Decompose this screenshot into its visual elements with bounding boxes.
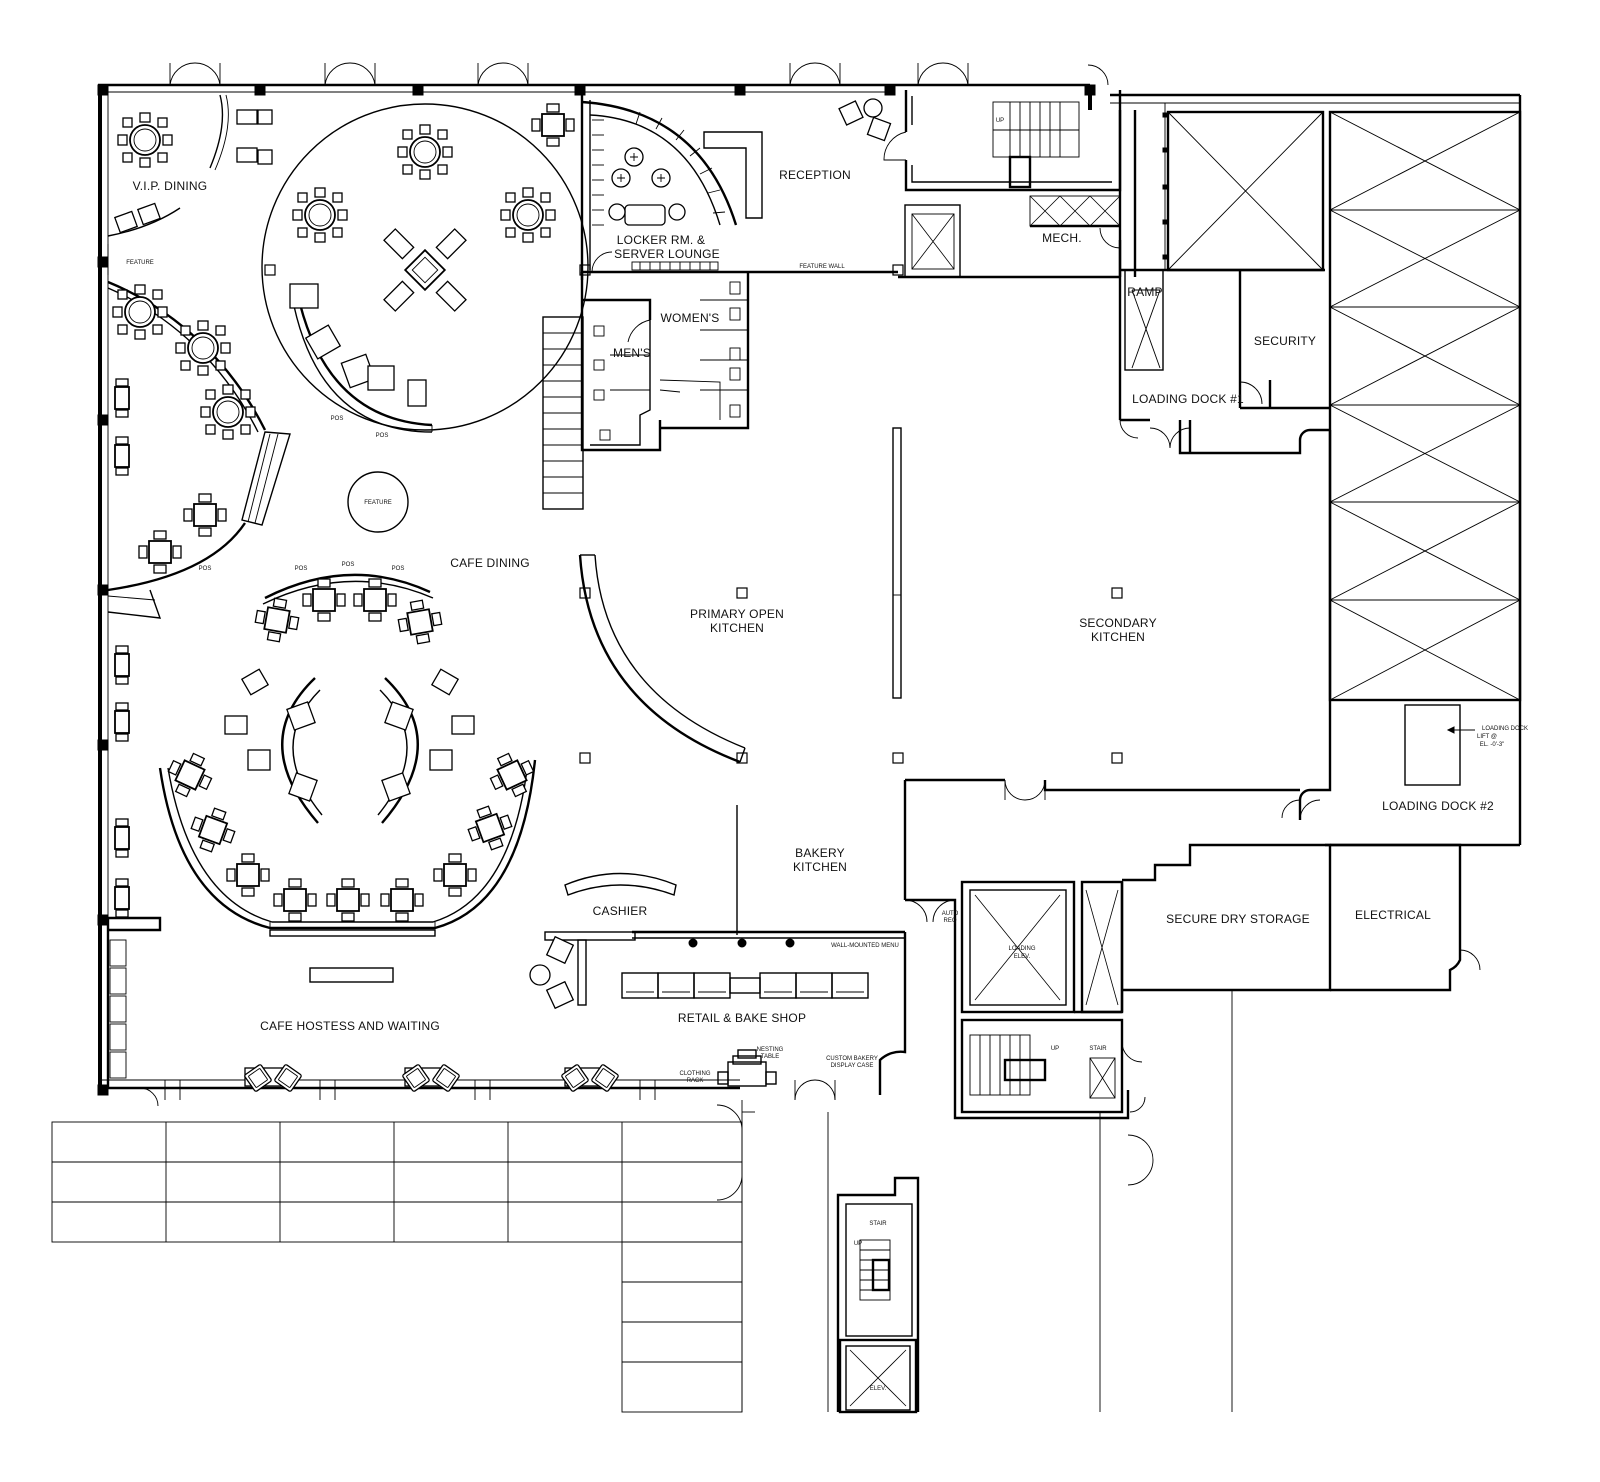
label-dock-lift-3: EL. -0'-3" <box>1480 742 1505 748</box>
label-womens: WOMEN'S <box>660 311 719 325</box>
label-retail-bake-shop: RETAIL & BAKE SHOP <box>678 1011 806 1025</box>
perimeter-columns <box>97 84 1123 1096</box>
label-primary-kitchen-2: KITCHEN <box>710 621 764 635</box>
label-mech: MECH. <box>1042 231 1082 245</box>
svg-text:UP: UP <box>996 118 1004 124</box>
label-security: SECURITY <box>1254 334 1316 348</box>
label-south-stair: STAIR <box>869 1221 887 1227</box>
label-cashier: CASHIER <box>593 904 648 918</box>
label-secondary-kitchen-1: SECONDARY <box>1079 616 1157 630</box>
label-pos: POS <box>199 566 212 572</box>
loading-dock-2: LOADING DOCK LIFT @ EL. -0'-3" LOADING D… <box>1299 704 1528 821</box>
label-pos-3: POS <box>376 433 389 439</box>
misc-doors <box>1119 419 1301 1113</box>
loading-dock-1: RAMP SECURITY LOADING DOCK #1 <box>1118 103 1330 453</box>
label-bakery-case-2: DISPLAY CASE <box>831 1063 874 1069</box>
west-stair <box>542 316 584 510</box>
label-secure-dry-storage: SECURE DRY STORAGE <box>1166 912 1310 926</box>
label-feature-wall: FEATURE WALL <box>799 264 845 270</box>
label-cafe-hostess: CAFE HOSTESS AND WAITING <box>260 1019 440 1033</box>
service-rooms: SECURE DRY STORAGE ELECTRICAL <box>1122 843 1481 992</box>
label-loading-dock-2: LOADING DOCK #2 <box>1382 799 1494 813</box>
exterior-paving <box>51 990 1233 1413</box>
label-stair: STAIR <box>1089 1046 1107 1052</box>
label-server-lounge: SERVER LOUNGE <box>614 247 720 261</box>
cafe-hostess: CAFE HOSTESS AND WAITING <box>106 916 440 1088</box>
label-bakery-case-1: CUSTOM BAKERY <box>826 1056 878 1062</box>
north-entry-doors <box>169 62 1109 86</box>
label-feature-2: FEATURE <box>364 500 392 506</box>
label-bakery-kitchen-1: BAKERY <box>795 846 845 860</box>
label-electrical: ELECTRICAL <box>1355 908 1431 922</box>
label-cafe-dining: CAFE DINING <box>450 556 530 570</box>
label-nesting-table-2: TABLE <box>761 1054 780 1060</box>
locker-room: LOCKER RM. & SERVER LOUNGE <box>580 93 748 280</box>
feature-table-cross <box>383 228 467 312</box>
label-bakery-kitchen-2: KITCHEN <box>793 860 847 874</box>
retail-bake-shop: RETAIL & BAKE SHOP NESTING TABLE CLOTHIN… <box>621 932 907 1095</box>
label-pos-5: POS <box>342 562 355 568</box>
label-nesting-table-1: NESTING <box>757 1047 784 1053</box>
south-storefront <box>139 1079 836 1107</box>
label-auto-req-1: AUTO <box>942 911 959 917</box>
primary-kitchen: PRIMARY OPEN KITCHEN <box>578 427 902 764</box>
south-lounge-seating <box>243 1063 620 1093</box>
label-stair-up: UP <box>1051 1046 1059 1052</box>
label-clothing-rack-1: CLOTHING <box>679 1071 710 1077</box>
label-loading-dock-1: LOADING DOCK #1 <box>1132 392 1244 406</box>
label-pos-4: POS <box>295 566 308 572</box>
label-vip-dining: V.I.P. DINING <box>133 179 208 193</box>
label-mens: MEN'S <box>613 346 651 360</box>
loading-bays <box>1166 110 1522 702</box>
label-loading-elev-2: ELEV. <box>1014 954 1031 960</box>
west-round-dining: POS <box>107 280 291 619</box>
label-primary-kitchen-1: PRIMARY OPEN <box>690 607 784 621</box>
label-wall-menu: WALL-MOUNTED MENU <box>831 943 899 949</box>
cashier: CASHIER <box>529 872 677 1010</box>
label-dock-lift-1: LOADING DOCK <box>1482 726 1528 732</box>
cafe-dining: CAFE DINING POS POS POS <box>114 556 541 930</box>
label-dock-lift-2: LIFT @ <box>1477 734 1497 740</box>
label-south-elev: ELEV. <box>870 1386 887 1392</box>
restrooms: WOMEN'S MEN'S <box>580 272 750 452</box>
reception: RECEPTION FEATURE WALL <box>703 131 898 274</box>
label-pos-6: POS <box>392 566 405 572</box>
label-pos-2: POS <box>331 416 344 422</box>
northeast-core: UP MECH. <box>883 90 1122 279</box>
label-south-stair-up: UP <box>854 1241 862 1247</box>
label-loading-elev-1: LOADING <box>1008 946 1035 952</box>
central-core: AUTO REQ LOADING ELEV. UP STAIR <box>904 880 1154 1412</box>
label-auto-req-2: REQ <box>943 918 956 924</box>
vip-dining: V.I.P. DINING FEATURE <box>107 94 273 275</box>
label-ramp: RAMP <box>1127 285 1162 299</box>
south-stair-elev: STAIR UP ELEV. <box>836 1176 920 1414</box>
bakery-kitchen: BAKERY KITCHEN WALL-MOUNTED MENU <box>632 805 905 949</box>
label-feature: FEATURE <box>126 260 154 266</box>
label-clothing-rack-2: RACK <box>687 1078 704 1084</box>
label-reception: RECEPTION <box>779 168 851 182</box>
label-locker-room: LOCKER RM. & <box>617 233 705 247</box>
central-round-dining: POS POS FEATURE <box>261 103 589 533</box>
label-secondary-kitchen-2: KITCHEN <box>1091 630 1145 644</box>
